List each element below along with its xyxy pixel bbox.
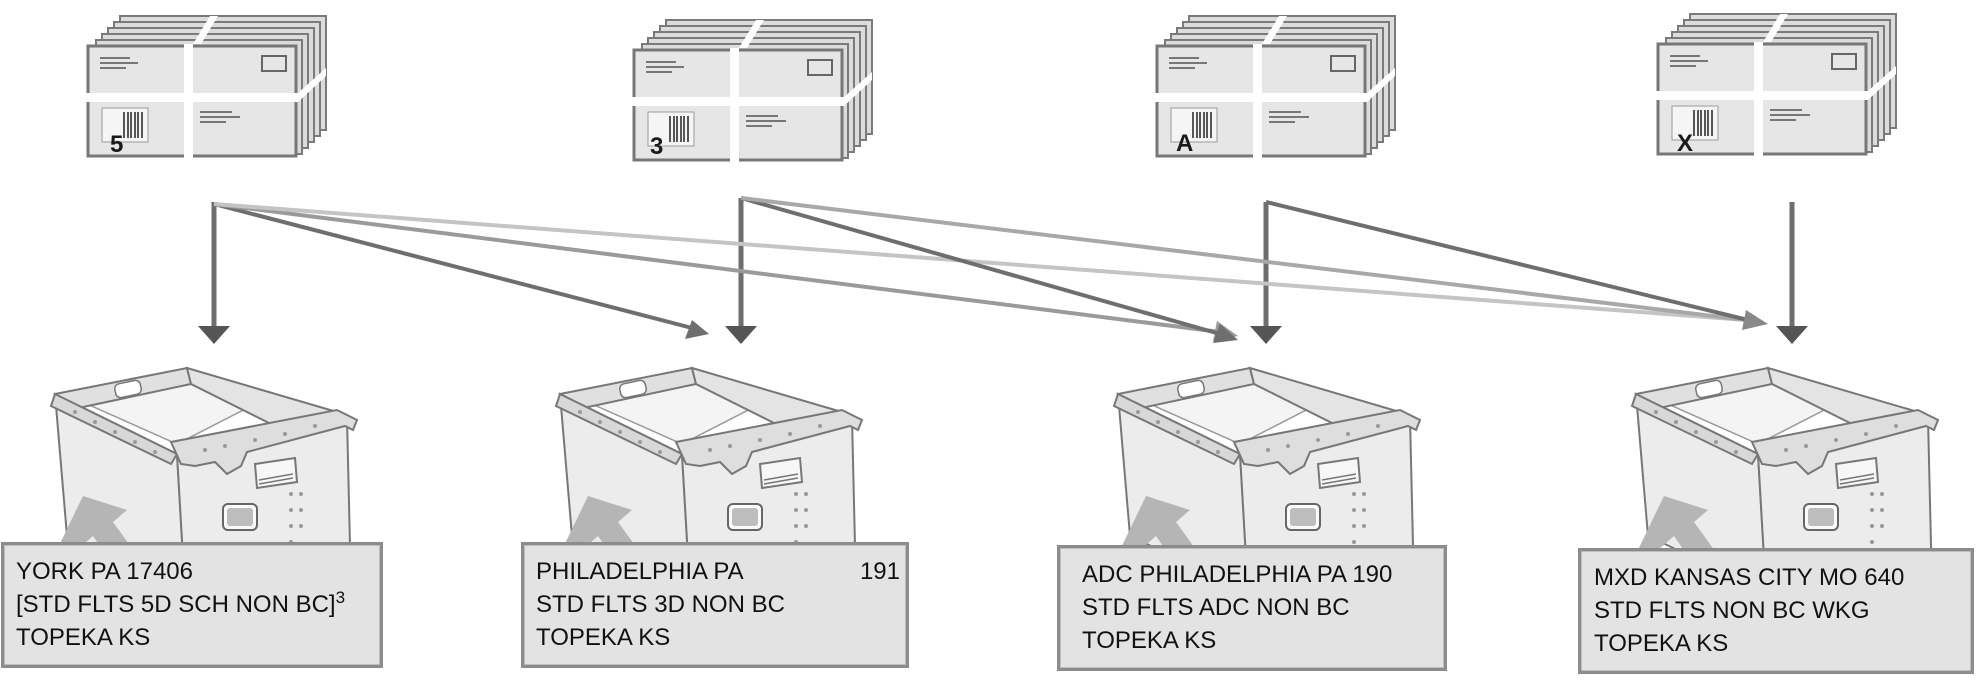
arrow-bundle-3-to-tray-mxd: [740, 196, 1747, 322]
tray-label-line3: TOPEKA KS: [1082, 627, 1217, 654]
bundle-x: X: [1654, 12, 1898, 158]
arrow-bundle-3-to-tray-adc: [740, 196, 1238, 343]
arrow-bundle-5-to-tray-5d: [198, 202, 230, 344]
tray-label-line1: ADC PHILADELPHIA PA 190: [1082, 561, 1393, 588]
tray-label-adc: ADC PHILADELPHIA PA 190 STD FLTS ADC NON…: [1057, 545, 1447, 671]
tray-label-mxd: MXD KANSAS CITY MO 640 STD FLTS NON BC W…: [1578, 548, 1974, 674]
tray-label-line3: TOPEKA KS: [536, 624, 671, 651]
bundle-a: A: [1153, 14, 1397, 160]
tray-label-line1: YORK PA 17406: [16, 558, 193, 585]
arrow-bundle-3-to-tray-3d: [725, 198, 757, 344]
flow-arrows: [198, 196, 1808, 344]
tray-label-zip: 191: [859, 558, 900, 585]
tray-label-line3: TOPEKA KS: [16, 624, 151, 651]
arrow-bundle-5-to-tray-3d: [213, 202, 709, 339]
bundle-code: X: [1677, 130, 1693, 157]
arrow-bundle-5-to-tray-mxd: [213, 202, 1747, 322]
arrow-bundle-a-to-tray-adc: [1250, 202, 1282, 344]
bundle-5: 5: [84, 14, 328, 160]
footnote-marker: 3: [335, 588, 346, 607]
tray-label-line2: [STD FLTS 5D SCH NON BC]: [16, 591, 336, 618]
bundle-code: 3: [650, 133, 663, 160]
tray-label-line2-row: [STD FLTS 5D SCH NON BC]3: [16, 588, 370, 621]
tray-label-line1: MXD KANSAS CITY MO 640: [1594, 564, 1905, 591]
tray-label-5d: YORK PA 17406 [STD FLTS 5D SCH NON BC]3 …: [1, 542, 383, 668]
bundle-code: A: [1176, 130, 1193, 157]
tray-label-line1: PHILADELPHIA PA: [536, 558, 744, 585]
tray-label-line2: STD FLTS ADC NON BC: [1082, 594, 1350, 621]
tray-label-line2: STD FLTS NON BC WKG: [1594, 597, 1870, 624]
bundle-code: 5: [110, 131, 123, 158]
tray-label-line3: TOPEKA KS: [1594, 630, 1729, 657]
arrow-bundle-a-to-tray-mxd: [1265, 200, 1768, 330]
tray-label-3d: PHILADELPHIA PA 191 STD FLTS 3D NON BC TO…: [521, 542, 909, 668]
tray-label-line1-row: PHILADELPHIA PA 191: [536, 555, 900, 588]
tray-label-line2: STD FLTS 3D NON BC: [536, 591, 785, 618]
arrow-bundle-5-to-tray-adc: [213, 202, 1238, 341]
arrow-bundle-x-to-tray-mxd: [1776, 202, 1808, 344]
bundle-3: 3: [630, 18, 874, 164]
